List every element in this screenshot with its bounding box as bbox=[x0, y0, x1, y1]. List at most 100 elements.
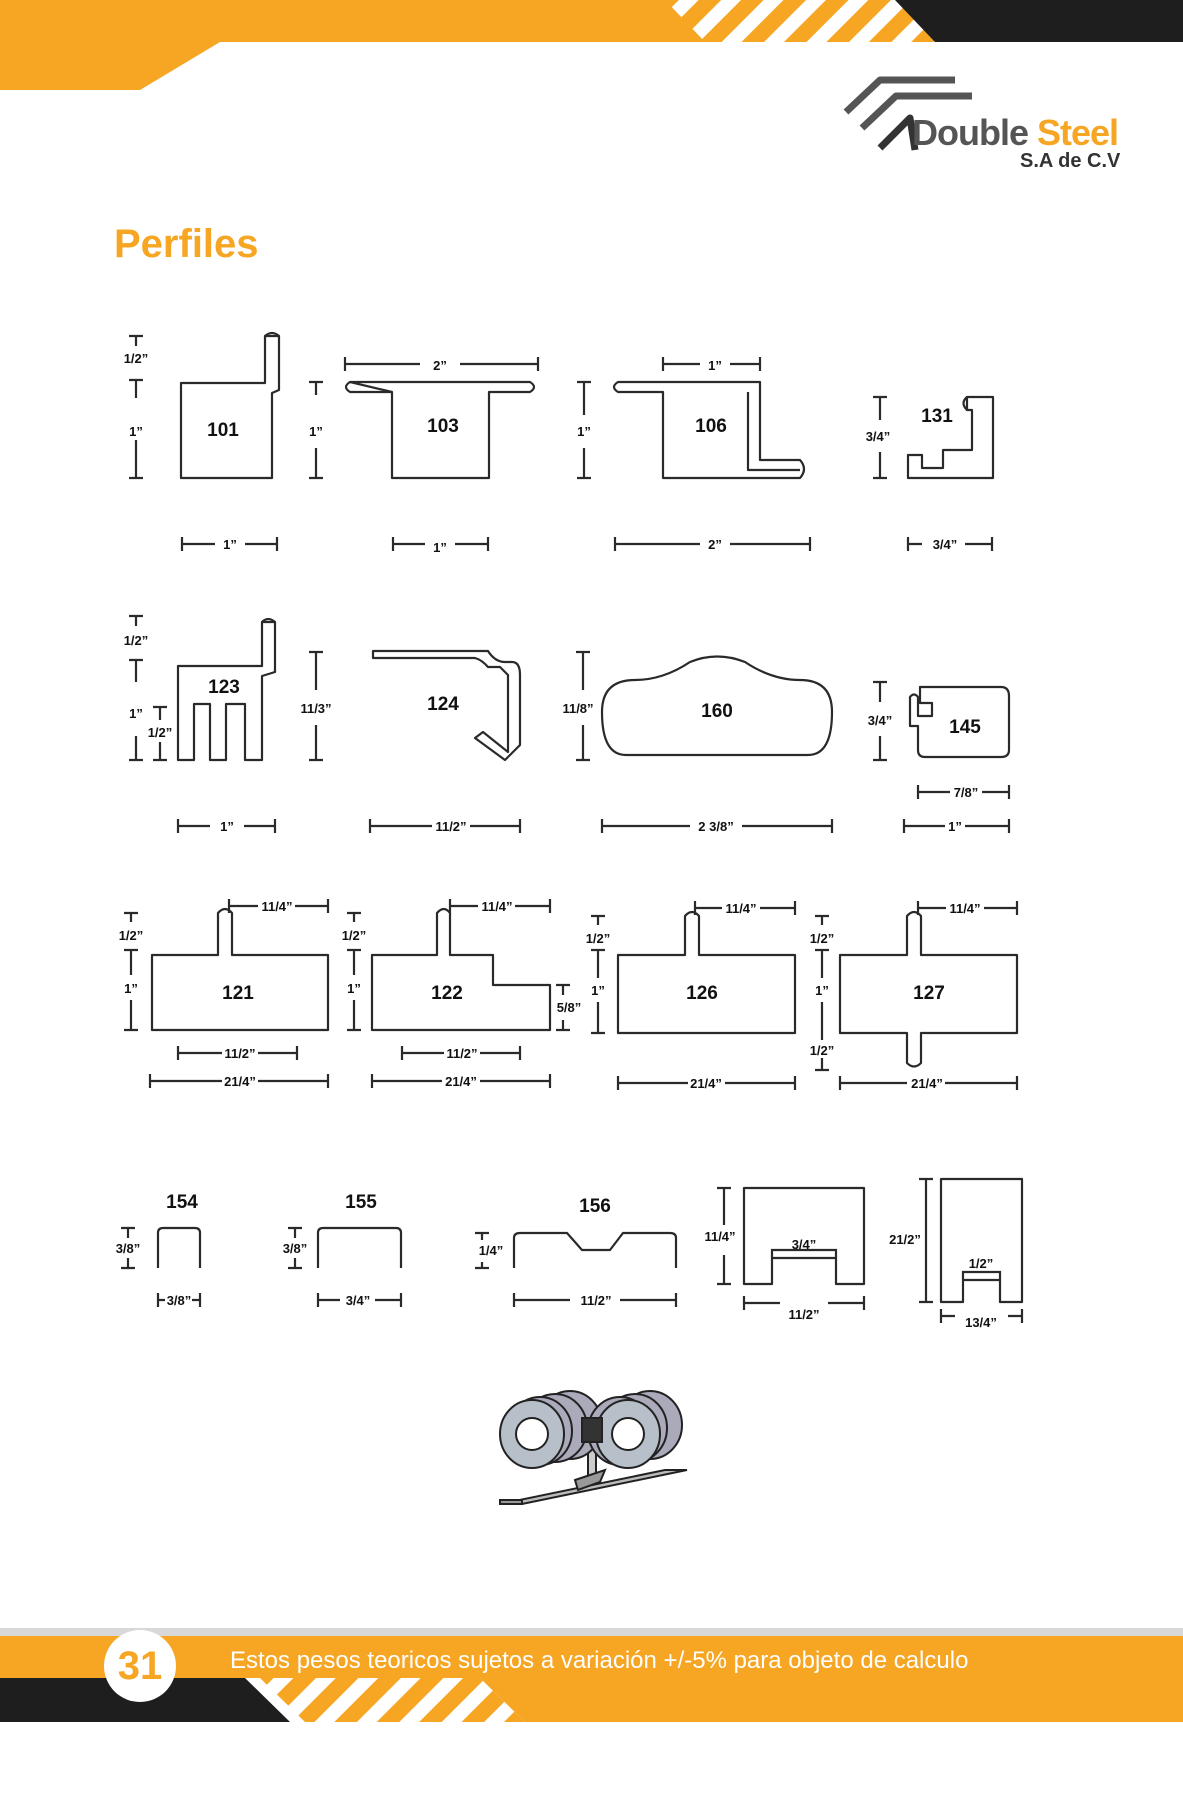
header-band bbox=[0, 0, 1183, 90]
dim-label: 21/4” bbox=[445, 1074, 477, 1089]
profile-154-shape bbox=[156, 1226, 202, 1268]
profile-122-shape bbox=[370, 907, 552, 1032]
dim-label: 1/2” bbox=[342, 928, 367, 943]
dim-label: 11/4” bbox=[704, 1229, 735, 1244]
dimension-labels: 1/2” 1” 1” 2” 1” 1” 1” 1” 2” 3/4” 3/4” 1… bbox=[116, 351, 997, 1330]
dim-label: 2” bbox=[433, 358, 447, 373]
profile-131-id: 131 bbox=[921, 406, 953, 427]
dim-label: 1” bbox=[124, 981, 138, 996]
profile-124-id: 124 bbox=[427, 694, 459, 715]
profile-121-id: 121 bbox=[222, 983, 254, 1004]
profile-103-shape bbox=[348, 380, 536, 480]
profile-labels: 101 103 106 131 123 124 160 145 121 122 … bbox=[166, 406, 981, 1217]
profile-channel-b-shape bbox=[939, 1177, 1024, 1304]
dim-label: 11/3” bbox=[300, 701, 331, 716]
dim-label: 1/2” bbox=[969, 1256, 994, 1271]
dim-label: 1” bbox=[347, 981, 361, 996]
profile-131-shape bbox=[906, 395, 995, 480]
dim-label: 1/2” bbox=[810, 1043, 835, 1058]
profile-160-shape bbox=[600, 655, 834, 757]
profile-126-id: 126 bbox=[686, 983, 718, 1004]
profile-155-id: 155 bbox=[345, 1192, 377, 1213]
logo-name-steel: Steel bbox=[1037, 112, 1119, 153]
dim-label: 2” bbox=[708, 537, 722, 552]
dim-label: 3/8” bbox=[283, 1241, 308, 1256]
logo-subtitle: S.A de C.V bbox=[1020, 150, 1121, 172]
footer-band bbox=[0, 1628, 1183, 1722]
dim-label: 1” bbox=[815, 983, 829, 998]
dim-label: 1/4” bbox=[479, 1243, 504, 1258]
profile-123-id: 123 bbox=[208, 677, 240, 698]
dim-label: 1” bbox=[129, 706, 143, 721]
profile-101-shape bbox=[179, 334, 281, 480]
dim-label: 7/8” bbox=[954, 785, 979, 800]
dim-label: 21/4” bbox=[690, 1076, 722, 1091]
profile-106-shape bbox=[612, 380, 806, 480]
dim-label: 11/2” bbox=[435, 819, 466, 834]
dim-label: 1” bbox=[708, 358, 722, 373]
footer-note: Estos pesos teoricos sujetos a variación… bbox=[230, 1647, 969, 1674]
dim-label: 21/4” bbox=[224, 1074, 256, 1089]
dim-label: 1/2” bbox=[124, 633, 149, 648]
profile-145-id: 145 bbox=[949, 717, 981, 738]
profile-127-shape bbox=[838, 910, 1019, 1068]
profile-122-id: 122 bbox=[431, 983, 463, 1004]
dim-label: 3/4” bbox=[933, 537, 958, 552]
profile-101-id: 101 bbox=[207, 420, 239, 441]
dim-label: 2 3/8” bbox=[698, 819, 733, 834]
dim-label: 1” bbox=[223, 537, 237, 552]
dim-label: 1/2” bbox=[119, 928, 144, 943]
dim-label: 1/2” bbox=[148, 725, 173, 740]
logo: Double Steel bbox=[912, 112, 1119, 154]
dim-label: 1” bbox=[129, 424, 143, 439]
dim-label: 3/4” bbox=[346, 1293, 371, 1308]
dim-label: 13/4” bbox=[965, 1315, 997, 1330]
dim-label: 1” bbox=[309, 424, 323, 439]
profile-channel-a-shape bbox=[742, 1186, 866, 1286]
dim-label: 1” bbox=[591, 983, 605, 998]
profile-124-shape bbox=[371, 649, 522, 762]
dim-label: 1/2” bbox=[124, 351, 149, 366]
profile-106-id: 106 bbox=[695, 416, 727, 437]
dim-label: 11/2” bbox=[446, 1046, 477, 1061]
dim-label: 1/2” bbox=[810, 931, 835, 946]
dim-label: 11/2” bbox=[224, 1046, 255, 1061]
dim-label: 1” bbox=[577, 424, 591, 439]
profile-154-id: 154 bbox=[166, 1192, 198, 1213]
dim-label: 3/4” bbox=[792, 1237, 817, 1252]
dim-label: 11/4” bbox=[261, 899, 292, 914]
profile-127-id: 127 bbox=[913, 983, 945, 1004]
dim-label: 11/4” bbox=[949, 901, 980, 916]
dim-label: 21/4” bbox=[911, 1076, 943, 1091]
dim-label: 1/2” bbox=[586, 931, 611, 946]
dim-label: 3/4” bbox=[868, 713, 893, 728]
logo-mark bbox=[843, 76, 972, 151]
dim-label: 3/8” bbox=[116, 1241, 141, 1256]
dim-label: 11/2” bbox=[580, 1293, 611, 1308]
page-title: Perfiles bbox=[114, 222, 259, 266]
page-number: 31 bbox=[104, 1630, 176, 1702]
profile-126-shape bbox=[616, 910, 797, 1035]
dim-label: 11/4” bbox=[725, 901, 756, 916]
profile-103-id: 103 bbox=[427, 416, 459, 437]
profile-156-id: 156 bbox=[579, 1196, 611, 1217]
dim-label: 11/2” bbox=[788, 1307, 819, 1322]
dim-label: 21/2” bbox=[889, 1232, 921, 1247]
dim-label: 1” bbox=[948, 819, 962, 834]
dim-label: 1” bbox=[433, 540, 447, 555]
profile-160-id: 160 bbox=[701, 701, 733, 722]
profile-123-shape bbox=[176, 620, 277, 762]
dim-label: 5/8” bbox=[557, 1000, 582, 1015]
profile-156-shape bbox=[512, 1231, 678, 1268]
dim-label: 11/4” bbox=[481, 899, 512, 914]
profile-155-shape bbox=[316, 1226, 403, 1268]
dim-label: 11/8” bbox=[562, 701, 593, 716]
roller-illustration bbox=[499, 1390, 688, 1505]
profile-121-shape bbox=[150, 907, 330, 1032]
profile-145-shape bbox=[908, 685, 1011, 759]
dim-label: 3/4” bbox=[866, 429, 891, 444]
logo-name-double: Double bbox=[912, 112, 1029, 153]
dim-label: 3/8” bbox=[167, 1293, 192, 1308]
